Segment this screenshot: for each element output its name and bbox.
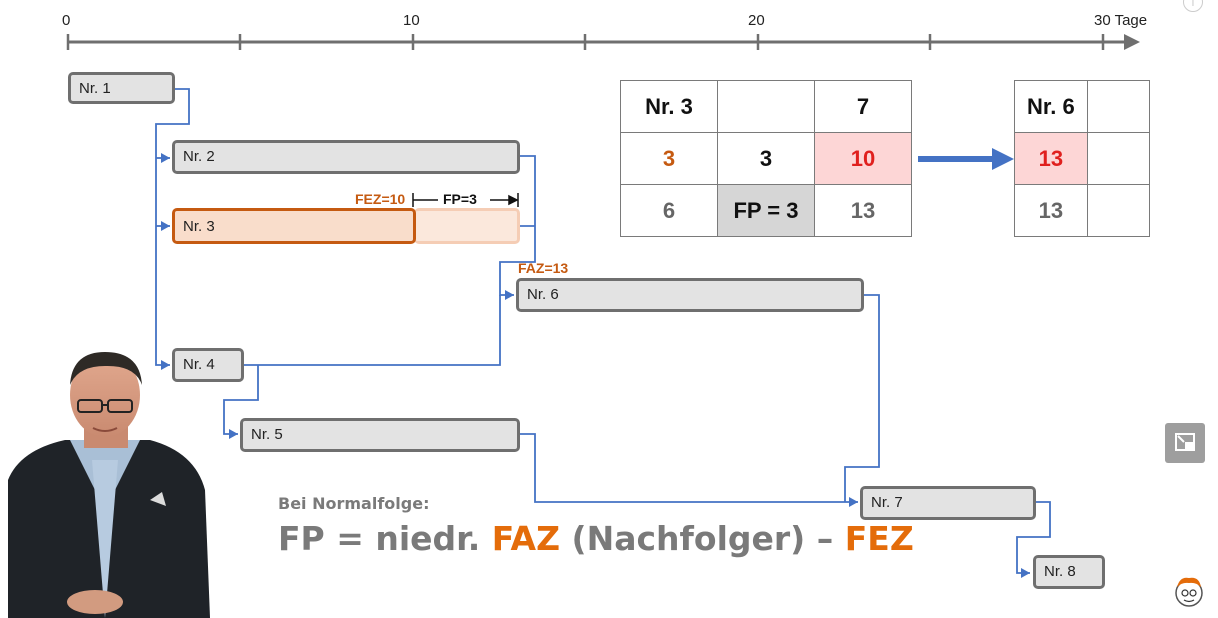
task-bar-nr7[interactable]: Nr. 7 (860, 486, 1036, 520)
task-label: Nr. 4 (183, 356, 215, 373)
mascot-icon[interactable] (1170, 572, 1208, 610)
task-bar-nr3[interactable]: Nr. 3 (172, 208, 416, 244)
cell-fp: FP = 3 (717, 184, 815, 237)
task-label: Nr. 7 (871, 494, 903, 511)
axis-tick-20: 20 (748, 12, 765, 29)
task-label: Nr. 6 (527, 286, 559, 303)
formula-text-1: FP = niedr. (278, 519, 481, 558)
cell-blank (1086, 132, 1150, 185)
axis-tick-0: 0 (62, 12, 71, 29)
picture-in-picture-icon[interactable] (1165, 423, 1205, 463)
task-label: Nr. 8 (1044, 563, 1076, 580)
fp-label: FP=3 (443, 191, 477, 207)
cell-sez: 13 (814, 184, 912, 237)
node-table-nr6: Nr. 6 13 13 (1014, 80, 1150, 237)
cell-duration: 7 (814, 80, 912, 133)
formula-fez: FEZ (844, 519, 914, 558)
cell-fez: 10 (814, 132, 912, 185)
cell-faz: 3 (620, 132, 718, 185)
cell-blank (1086, 184, 1150, 237)
task-label: Nr. 3 (183, 218, 215, 235)
cell-saz: 13 (1014, 184, 1088, 237)
cell-saz: 6 (620, 184, 718, 237)
cell-faz: 13 (1014, 132, 1088, 185)
task-bar-nr1[interactable]: Nr. 1 (68, 72, 175, 104)
axis-tick-30: 30 Tage (1094, 12, 1148, 29)
cell-name: Nr. 3 (620, 80, 718, 133)
cell-empty (717, 80, 815, 133)
task-label: Nr. 1 (79, 80, 111, 97)
presenter-video (8, 352, 210, 618)
task-label: Nr. 5 (251, 426, 283, 443)
formula-caption: Bei Normalfolge: (278, 494, 430, 513)
node-table-nr3: Nr. 3 7 3 3 10 6 FP = 3 13 (620, 80, 912, 237)
task-bar-nr8[interactable]: Nr. 8 (1033, 555, 1105, 589)
task-bar-nr5[interactable]: Nr. 5 (240, 418, 520, 452)
fez-label: FEZ=10 (355, 191, 406, 207)
cell-gp: 3 (717, 132, 815, 185)
task-bar-nr2[interactable]: Nr. 2 (172, 140, 520, 174)
node-table-nr6-clip: Nr. 6 13 13 (1014, 80, 1150, 240)
cell-name: Nr. 6 (1014, 80, 1088, 133)
task-bar-nr6[interactable]: Nr. 6 (516, 278, 864, 312)
cell-blank (1086, 80, 1150, 133)
formula-text-2: (Nachfolger) – (571, 519, 834, 558)
faz-label: FAZ=13 (518, 260, 569, 276)
formula: FP = niedr. FAZ (Nachfolger) – FEZ (278, 519, 914, 558)
axis-tick-10: 10 (403, 12, 420, 29)
task-bar-nr4[interactable]: Nr. 4 (172, 348, 244, 382)
task-label: Nr. 2 (183, 148, 215, 165)
float-bar-nr3 (414, 208, 520, 244)
formula-faz: FAZ (491, 519, 561, 558)
